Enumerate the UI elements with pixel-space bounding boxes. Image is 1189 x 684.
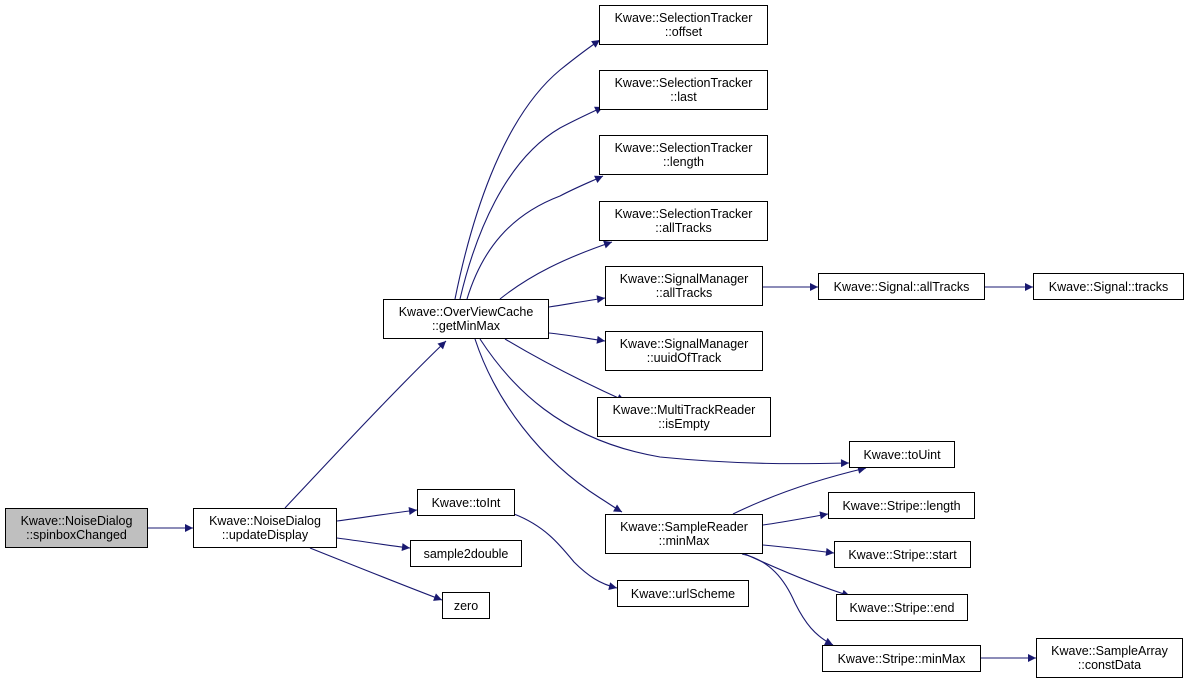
node-label: Kwave::Stripe::start — [848, 547, 957, 562]
node-label: Kwave::SelectionTracker — [614, 207, 753, 221]
node-label: Kwave::SignalManager — [619, 337, 749, 351]
edge-update-getminmax — [284, 340, 447, 509]
node-label: Kwave::OverViewCache — [398, 305, 534, 319]
node-stripe-end[interactable]: Kwave::Stripe::end — [836, 594, 968, 621]
node-label: ::length — [662, 155, 704, 169]
node-selectiontracker-alltracks[interactable]: Kwave::SelectionTracker ::allTracks — [599, 201, 768, 241]
node-selectiontracker-last[interactable]: Kwave::SelectionTracker ::last — [599, 70, 768, 110]
node-label: Kwave::SelectionTracker — [614, 141, 753, 155]
node-urlscheme[interactable]: Kwave::urlScheme — [617, 580, 749, 607]
node-signalmanager-uuidoftrack[interactable]: Kwave::SignalManager ::uuidOfTrack — [605, 331, 763, 371]
node-samplereader-minmax[interactable]: Kwave::SampleReader ::minMax — [605, 514, 763, 554]
node-noisedialog-spinboxchanged: Kwave::NoiseDialog ::spinboxChanged — [5, 508, 148, 548]
node-label: Kwave::SelectionTracker — [614, 11, 753, 25]
node-label: ::isEmpty — [658, 417, 710, 431]
edge-sr-stripe-start — [762, 544, 835, 556]
node-label: ::offset — [664, 25, 703, 39]
node-noisedialog-updatedisplay[interactable]: Kwave::NoiseDialog ::updateDisplay — [193, 508, 337, 548]
node-signal-alltracks[interactable]: Kwave::Signal::allTracks — [818, 273, 985, 300]
node-label: sample2double — [423, 546, 509, 561]
node-label: Kwave::NoiseDialog — [209, 514, 321, 528]
node-stripe-length[interactable]: Kwave::Stripe::length — [828, 492, 975, 519]
node-multitrackreader-isempty[interactable]: Kwave::MultiTrackReader ::isEmpty — [597, 397, 771, 437]
node-selectiontracker-length[interactable]: Kwave::SelectionTracker ::length — [599, 135, 768, 175]
node-signal-tracks[interactable]: Kwave::Signal::tracks — [1033, 273, 1184, 300]
node-label: Kwave::NoiseDialog — [20, 514, 133, 528]
edge-getminmax-st-length — [466, 175, 604, 300]
edge-getminmax-st-last — [459, 106, 604, 300]
node-label: ::uuidOfTrack — [646, 351, 722, 365]
node-label: ::allTracks — [655, 221, 712, 235]
node-stripe-minmax[interactable]: Kwave::Stripe::minMax — [822, 645, 981, 672]
node-toint[interactable]: Kwave::toInt — [417, 489, 515, 516]
node-label: ::minMax — [658, 534, 710, 548]
node-stripe-start[interactable]: Kwave::Stripe::start — [834, 541, 971, 568]
edge-getminmax-sr-minmax — [474, 338, 623, 513]
node-label: Kwave::SampleReader — [620, 520, 748, 534]
node-label: ::last — [670, 90, 697, 104]
edge-getminmax-mtr-isempty — [504, 338, 626, 402]
node-sample2double[interactable]: sample2double — [410, 540, 522, 567]
node-label: Kwave::SampleArray — [1051, 644, 1168, 658]
node-label: Kwave::MultiTrackReader — [612, 403, 756, 417]
edge-sr-touint — [732, 465, 867, 515]
node-signalmanager-alltracks[interactable]: Kwave::SignalManager ::allTracks — [605, 266, 763, 306]
edge-getminmax-sm-alltracks — [548, 295, 606, 308]
edge-getminmax-touint — [479, 338, 850, 468]
node-label: Kwave::urlScheme — [630, 586, 736, 601]
edge-update-sample2double — [336, 537, 411, 552]
edge-toint-urlscheme — [513, 513, 618, 591]
node-label: Kwave::Stripe::length — [842, 498, 961, 513]
edge-getminmax-st-offset — [454, 39, 601, 300]
edge-update-zero — [309, 547, 443, 601]
edge-getminmax-st-alltracks — [499, 240, 613, 300]
node-label: ::spinboxChanged — [26, 528, 127, 542]
node-label: Kwave::Stripe::end — [849, 600, 955, 615]
node-label: zero — [453, 598, 479, 613]
edge-sr-stripe-minmax — [741, 553, 834, 646]
node-label: Kwave::SelectionTracker — [614, 76, 753, 90]
node-overviewcache-getminmax[interactable]: Kwave::OverViewCache ::getMinMax — [383, 299, 549, 339]
node-label: ::allTracks — [655, 286, 713, 300]
node-label: ::getMinMax — [431, 319, 501, 333]
edge-sr-stripe-length — [762, 511, 829, 526]
node-label: Kwave::Stripe::minMax — [837, 651, 966, 666]
node-selectiontracker-offset[interactable]: Kwave::SelectionTracker ::offset — [599, 5, 768, 45]
edge-getminmax-sm-uuid — [548, 332, 606, 344]
node-touint[interactable]: Kwave::toUint — [849, 441, 955, 468]
edge-update-toint — [336, 507, 418, 522]
node-label: Kwave::Signal::tracks — [1048, 279, 1169, 294]
node-label: ::updateDisplay — [221, 528, 309, 542]
node-zero[interactable]: zero — [442, 592, 490, 619]
node-label: Kwave::SignalManager — [619, 272, 749, 286]
node-label: Kwave::toInt — [431, 495, 501, 510]
node-samplearray-constdata[interactable]: Kwave::SampleArray ::constData — [1036, 638, 1183, 678]
node-label: Kwave::toUint — [863, 447, 941, 462]
node-label: Kwave::Signal::allTracks — [833, 279, 970, 294]
node-label: ::constData — [1077, 658, 1142, 672]
